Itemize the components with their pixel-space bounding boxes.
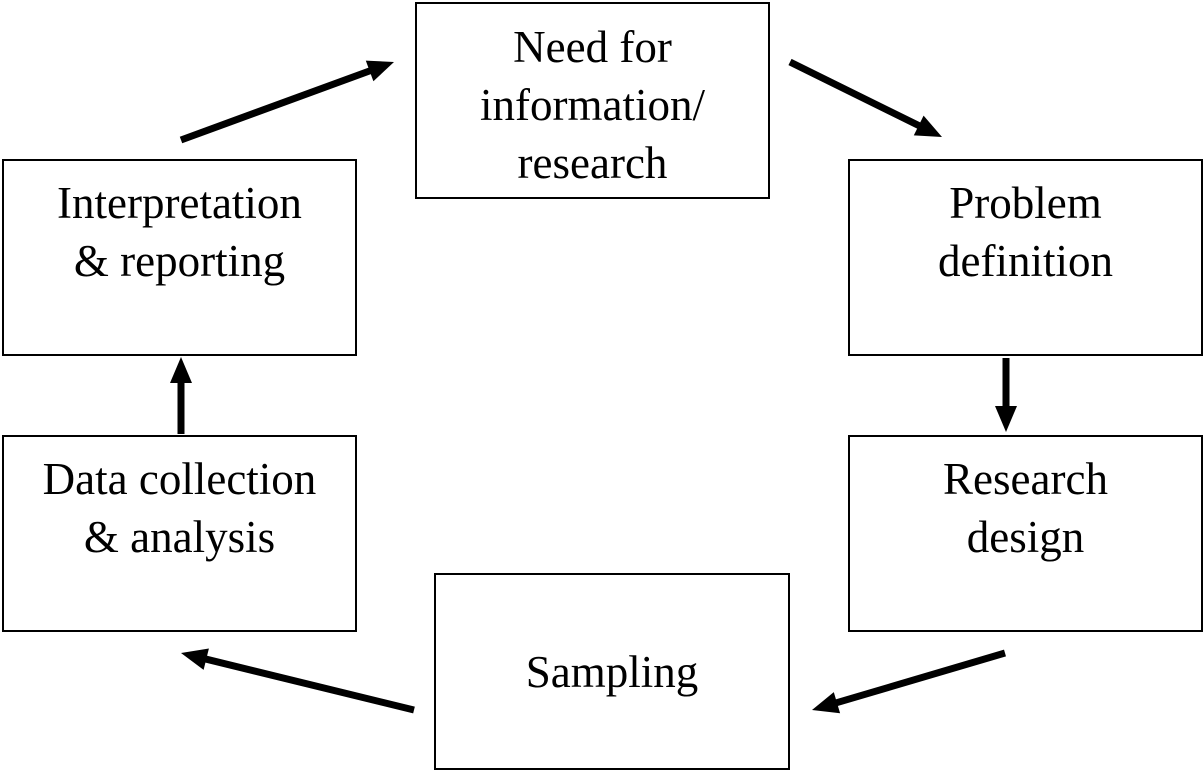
- node-label-line: Sampling: [525, 646, 699, 697]
- arrow-sampling-to-collection: [203, 655, 415, 714]
- node-label-line: research: [517, 138, 668, 188]
- arrow-interp-to-need: [179, 66, 373, 144]
- node-data-collection: Data collection & analysis: [2, 435, 357, 632]
- node-label-line: information/: [480, 80, 705, 130]
- node-label-line: Data collection: [42, 454, 317, 504]
- node-research-design: Research design: [848, 435, 1203, 632]
- node-interpretation-reporting: Interpretation & reporting: [2, 159, 357, 356]
- arrowhead-design-to-sampling: [812, 692, 841, 714]
- arrowhead-collection-to-interp: [170, 357, 192, 383]
- node-problem-definition: Problem definition: [848, 159, 1203, 356]
- node-label-line: definition: [938, 236, 1113, 286]
- node-label-line: & reporting: [73, 236, 286, 286]
- node-label-line: design: [966, 512, 1085, 562]
- node-label-line: Research: [943, 454, 1108, 504]
- arrowhead-problem-to-design: [995, 406, 1017, 432]
- node-label-line: Interpretation: [57, 178, 302, 228]
- arrowhead-need-to-problem: [913, 115, 942, 137]
- node-need-for-information: Need for information/ research: [415, 2, 770, 199]
- node-label-line: Need for: [513, 22, 672, 72]
- arrow-design-to-sampling: [834, 649, 1006, 707]
- arrow-need-to-problem: [788, 58, 923, 130]
- node-label-line: & analysis: [83, 512, 276, 562]
- arrowhead-sampling-to-collection: [181, 648, 209, 670]
- arrowhead-interp-to-need: [365, 60, 394, 82]
- node-label-line: Problem: [949, 178, 1102, 228]
- node-sampling: Sampling: [434, 573, 790, 770]
